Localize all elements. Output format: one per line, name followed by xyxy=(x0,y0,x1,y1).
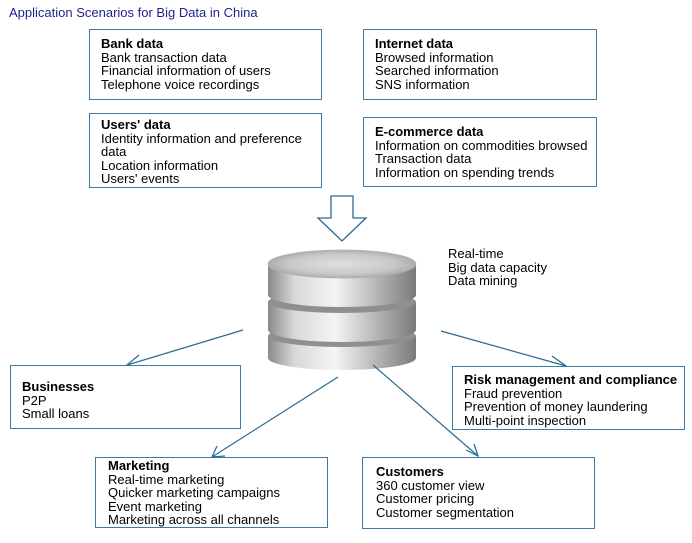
internet-data-heading: Internet data xyxy=(375,36,454,51)
internet-data-item: SNS information xyxy=(375,76,470,92)
ecommerce-data-item: Information on commodities browsed xyxy=(375,137,588,153)
marketing-item: Real-time marketing xyxy=(108,471,225,487)
database-feature: Real-time xyxy=(448,246,504,261)
marketing-item: Event marketing xyxy=(108,498,202,514)
users-data-item: Location information xyxy=(101,157,219,173)
businesses-heading: Businesses xyxy=(22,379,95,394)
down-arrow-icon xyxy=(316,195,368,242)
bank-data-item: Telephone voice recordings xyxy=(101,76,260,92)
marketing-item: Quicker marketing campaigns xyxy=(108,485,280,500)
database-feature: Big data capacity xyxy=(448,259,548,275)
customers-item: 360 customer view xyxy=(376,477,485,493)
marketing-box: Marketing Real-time marketing Quicker ma… xyxy=(95,457,328,528)
risk-management-item: Fraud prevention xyxy=(464,385,563,401)
users-data-box: Users' data Identity information and pre… xyxy=(89,113,322,188)
users-data-item: data xyxy=(101,144,127,159)
marketing-heading: Marketing xyxy=(108,458,170,473)
bank-data-item: Bank transaction data xyxy=(101,49,227,65)
ecommerce-data-heading: E-commerce data xyxy=(375,124,484,139)
arrow-to-risk xyxy=(440,330,568,369)
arrow-to-businesses xyxy=(125,329,244,368)
users-data-item: Identity information and preference xyxy=(101,130,302,146)
customers-box: Customers 360 customer view Customer pri… xyxy=(362,457,595,529)
users-data-heading: Users' data xyxy=(101,117,171,132)
customers-item: Customer pricing xyxy=(376,491,475,506)
ecommerce-data-item: Transaction data xyxy=(375,151,472,166)
marketing-item: Marketing across all channels xyxy=(108,512,280,527)
internet-data-item: Browsed information xyxy=(375,49,494,65)
internet-data-item: Searched information xyxy=(375,63,499,78)
businesses-box: Businesses P2P Small loans xyxy=(10,365,241,429)
risk-management-heading: Risk management and compliance xyxy=(464,372,678,387)
ecommerce-data-item: Information on spending trends xyxy=(375,164,555,180)
bank-data-heading: Bank data xyxy=(101,36,164,51)
customers-item: Customer segmentation xyxy=(376,504,515,520)
database-feature: Data mining xyxy=(448,273,518,288)
arrow-to-customers xyxy=(372,364,480,458)
diagram-title: Application Scenarios for Big Data in Ch… xyxy=(9,5,258,20)
risk-management-box: Risk management and compliance Fraud pre… xyxy=(452,366,685,430)
businesses-item: Small loans xyxy=(22,406,90,421)
internet-data-box: Internet data Browsed information Search… xyxy=(363,29,597,100)
customers-heading: Customers xyxy=(376,464,444,479)
risk-management-item: Prevention of money laundering xyxy=(464,399,648,414)
users-data-item: Users' events xyxy=(101,171,180,186)
database-icon xyxy=(267,249,417,370)
risk-management-item: Multi-point inspection xyxy=(464,412,587,428)
database-features: Real-time Big data capacity Data mining xyxy=(448,247,547,288)
ecommerce-data-box: E-commerce data Information on commoditi… xyxy=(363,117,597,187)
bank-data-item: Financial information of users xyxy=(101,63,271,78)
bank-data-box: Bank data Bank transaction data Financia… xyxy=(89,29,322,100)
businesses-item: P2P xyxy=(22,392,47,408)
